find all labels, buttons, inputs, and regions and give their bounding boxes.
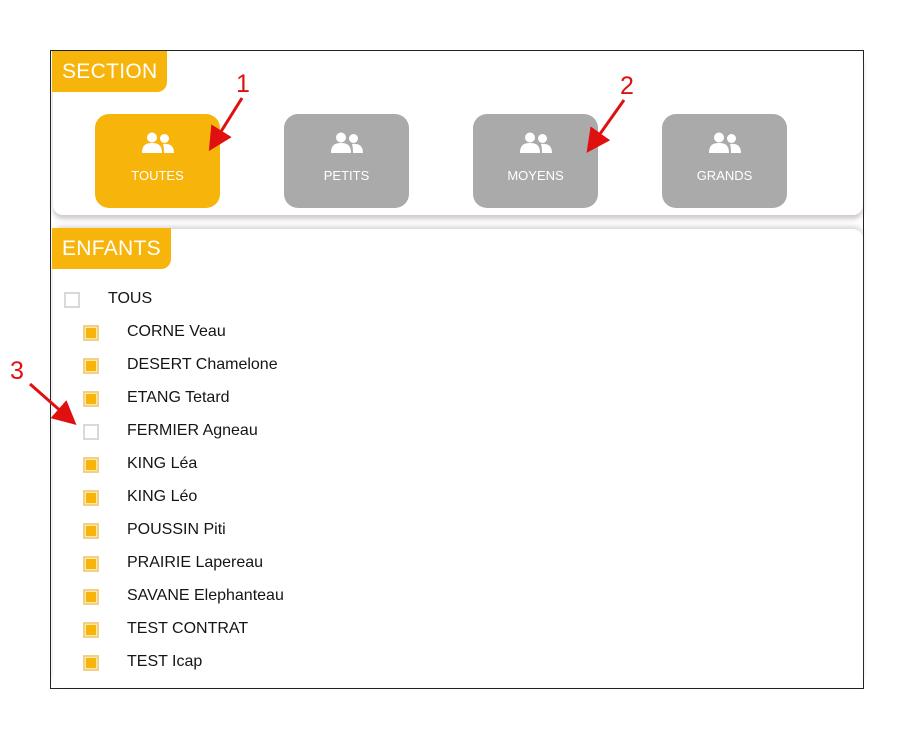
child-checkbox[interactable] [83, 391, 99, 407]
child-label: KING Léo [127, 488, 198, 505]
child-label: ETANG Tetard [127, 389, 230, 406]
child-label: FERMIER Agneau [127, 422, 258, 439]
tile-petits[interactable]: PETITS [284, 114, 409, 208]
child-label: KING Léa [127, 455, 198, 472]
tile-toutes[interactable]: TOUTES [95, 114, 220, 208]
child-checkbox[interactable] [83, 358, 99, 374]
users-icon [520, 132, 552, 153]
tile-grands[interactable]: GRANDS [662, 114, 787, 208]
child-label: POUSSIN Piti [127, 521, 226, 538]
users-icon [709, 132, 741, 153]
tous-label: TOUS [108, 290, 153, 307]
users-icon [142, 132, 174, 153]
enfants-title: ENFANTS [52, 228, 171, 269]
child-label: PRAIRIE Lapereau [127, 554, 264, 571]
annotation-number: 2 [620, 72, 634, 100]
app-frame: SECTION TOUTES PETITS [50, 50, 864, 689]
tile-label: PETITS [323, 168, 370, 183]
section-panel: SECTION TOUTES PETITS [52, 51, 863, 215]
child-checkbox[interactable] [83, 556, 99, 572]
child-checkbox[interactable] [83, 523, 99, 539]
child-label: DESERT Chamelone [127, 356, 278, 373]
child-checkbox[interactable] [83, 655, 99, 671]
child-label: CORNE Veau [127, 323, 226, 340]
tile-label: MOYENS [507, 168, 564, 183]
tous-checkbox[interactable] [64, 292, 80, 308]
tile-moyens[interactable]: MOYENS [473, 114, 598, 208]
child-label: TEST CONTRAT [127, 620, 249, 637]
child-label: TEST Icap [127, 653, 203, 670]
child-checkbox[interactable] [83, 622, 99, 638]
users-icon [331, 132, 363, 153]
child-checkbox[interactable] [83, 325, 99, 341]
child-checkbox[interactable] [83, 589, 99, 605]
annotation-number: 3 [10, 357, 24, 385]
child-label: SAVANE Elephanteau [127, 587, 284, 604]
child-checkbox[interactable] [83, 457, 99, 473]
section-title: SECTION [52, 51, 168, 92]
child-checkbox[interactable] [83, 424, 99, 440]
enfants-panel: ENFANTS TOUS CORNE Veau DESERT Chamelone… [52, 228, 863, 687]
tile-label: GRANDS [696, 168, 753, 183]
child-checkbox[interactable] [83, 490, 99, 506]
tile-label: TOUTES [131, 168, 184, 183]
annotation-number: 1 [236, 70, 250, 98]
